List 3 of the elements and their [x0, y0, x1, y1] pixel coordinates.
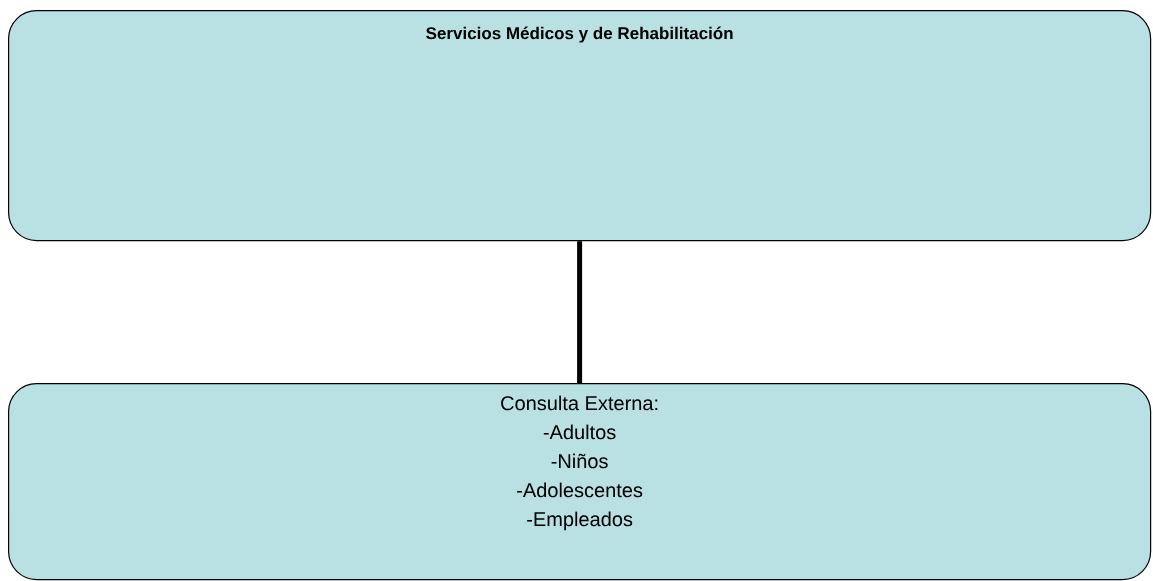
process-box: Consulta Externa: -Adultos -Niños -Adolescentes -Empleados — [8, 383, 1152, 581]
connector-line — [577, 241, 583, 383]
process-box: Servicios Médicos y de Rehabilitación — [8, 10, 1152, 242]
